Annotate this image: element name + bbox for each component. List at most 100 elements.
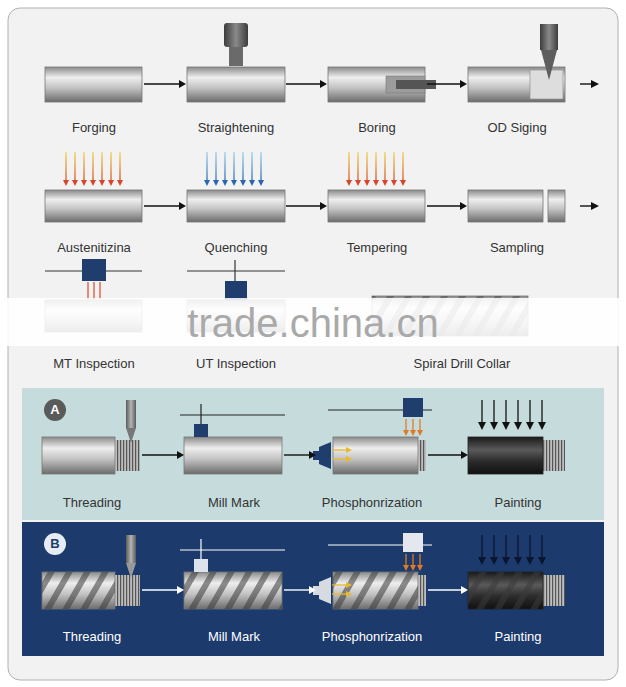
painting-station <box>529 400 530 428</box>
arrow-line <box>428 454 462 455</box>
straightening-press <box>187 67 285 102</box>
step-label: Painting <box>495 629 542 645</box>
spiral-painting-station <box>468 572 543 609</box>
process-step: Boring <box>327 20 427 136</box>
spiral-phosphating-unit <box>412 554 413 569</box>
flow-arrow <box>580 205 597 206</box>
threading-bar <box>115 440 140 471</box>
phosphating-unit <box>319 442 331 469</box>
ut-inspection-probe <box>225 281 247 300</box>
painting-station <box>543 440 565 471</box>
mt-inspection-probe <box>93 282 94 300</box>
spiral-painting-station <box>468 535 565 609</box>
spiral-painting-station <box>517 535 518 563</box>
spiral-mill-mark-stamp <box>194 559 208 572</box>
mt-inspection-probe <box>87 282 88 300</box>
arrow-line <box>427 205 461 206</box>
arrow-head <box>309 451 316 459</box>
heat-arrows <box>357 152 358 184</box>
boring-bar <box>328 67 425 102</box>
mt-inspection-probe <box>99 282 100 300</box>
painting-station <box>468 437 543 474</box>
arrow-line <box>427 83 461 84</box>
sampling-bar <box>468 190 543 222</box>
process-step: Straightening <box>186 20 286 136</box>
heat-arrows <box>348 152 349 184</box>
process-step: Threading <box>42 398 142 511</box>
process-band: BThreadingMill MarkPhosphonrizationPaint… <box>22 522 604 656</box>
spiral-painting-station <box>529 535 530 563</box>
step-label: Threading <box>63 629 122 645</box>
phosphating-unit <box>328 410 432 411</box>
arrow-line <box>144 205 180 206</box>
arrow-head <box>320 80 327 88</box>
step-label: Painting <box>495 495 542 511</box>
painting-station <box>468 400 565 474</box>
arrow-line <box>142 589 178 590</box>
watermark: trade.china.cn <box>0 300 626 346</box>
arrow-line <box>144 83 180 84</box>
spiral-threading-bar <box>42 572 115 609</box>
painting-station <box>541 400 542 428</box>
step-label: OD Siging <box>487 120 546 136</box>
phosphating-unit <box>418 440 426 471</box>
process-step: OD Siging <box>467 20 567 136</box>
painting-station <box>543 440 565 471</box>
spiral-phosphating-unit <box>403 533 423 552</box>
mt-inspection-probe <box>45 271 142 272</box>
cooling-arrows <box>206 152 207 184</box>
heat-arrows <box>349 152 403 184</box>
mt-inspection-probe <box>45 259 142 332</box>
flow-arrow <box>286 80 327 88</box>
spiral-phosphating-unit <box>418 575 426 606</box>
straightening-press <box>224 23 248 47</box>
flow-arrow <box>428 586 468 594</box>
spiral-phosphating-unit <box>319 577 331 604</box>
process-step: Quenching <box>186 150 286 256</box>
ut-inspection-probe <box>234 260 235 282</box>
spiral-painting-station <box>468 572 543 609</box>
step-label: Mill Mark <box>208 629 260 645</box>
spiral-phosphating-unit <box>332 584 350 585</box>
spiral-painting-station <box>543 575 565 606</box>
flow-arrow <box>427 80 467 88</box>
arrow-line <box>286 205 321 206</box>
mill-mark-stamp <box>180 415 285 416</box>
cooling-arrows <box>207 152 261 184</box>
heat-arrows <box>92 152 93 184</box>
spiral-mill-mark-stamp <box>180 539 285 609</box>
forging-bar <box>45 67 142 102</box>
spiral-phosphating-unit <box>333 572 418 609</box>
threading-bar <box>115 440 140 471</box>
arrow-head <box>461 586 468 594</box>
cooling-arrows <box>224 152 225 184</box>
quenching-bar <box>187 190 285 222</box>
arrow-head <box>320 202 327 210</box>
spiral-phosphating-unit <box>313 586 319 595</box>
boring-bar <box>386 76 425 93</box>
spiral-painting-station <box>543 575 565 606</box>
phosphating-unit <box>332 458 350 459</box>
heat-arrows <box>101 152 102 184</box>
arrow-line <box>142 454 178 455</box>
step-label: Threading <box>63 495 122 511</box>
heat-arrows <box>384 152 385 184</box>
flow-arrow <box>427 202 467 210</box>
straightening-press <box>187 23 285 102</box>
cooling-arrows <box>215 152 216 184</box>
phosphating-unit <box>419 419 420 434</box>
step-label: Spiral Drill Collar <box>414 356 511 372</box>
painting-station <box>505 400 506 428</box>
tempering-bar <box>328 190 425 222</box>
heat-arrows <box>393 152 394 184</box>
spiral-phosphating-unit <box>419 554 420 569</box>
flow-arrow <box>284 586 316 594</box>
process-band: AThreadingMill MarkPhosphonrizationPaint… <box>22 388 604 520</box>
painting-station <box>493 400 494 428</box>
flow-arrow <box>580 83 597 84</box>
spiral-phosphating-unit <box>418 575 426 606</box>
spiral-mill-mark-stamp <box>184 572 282 609</box>
arrow-head <box>177 586 184 594</box>
